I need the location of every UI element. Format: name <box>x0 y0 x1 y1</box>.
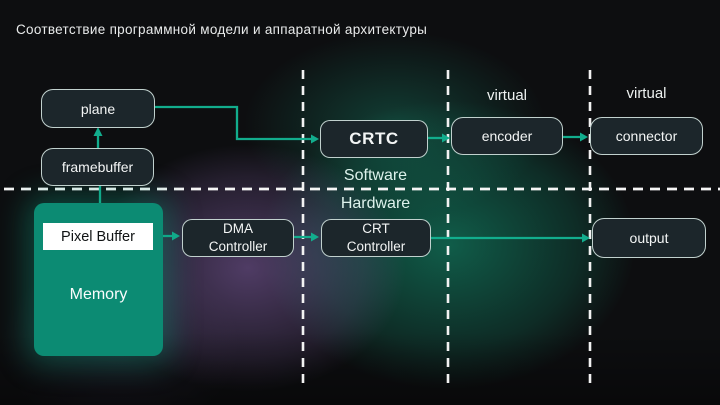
node-crtc-label: CRTC <box>349 129 399 148</box>
node-dma-controller-label: DMA Controller <box>208 221 268 254</box>
software-section-label: Software <box>343 167 408 184</box>
node-plane: plane <box>41 89 155 128</box>
connector-plane-crtc <box>155 105 312 141</box>
node-encoder-label: encoder <box>481 128 533 144</box>
arrowhead-output <box>582 233 590 243</box>
pixel-buffer-block: Pixel Buffer <box>43 223 153 250</box>
node-dma-controller: DMA Controller <box>182 219 294 257</box>
arrowhead-crt <box>311 232 319 242</box>
virtual-label-encoder: virtual <box>486 87 527 104</box>
node-plane-label: plane <box>80 100 116 117</box>
node-crt-controller-label: CRT Controller <box>346 221 406 254</box>
node-crtc: CRTC <box>320 120 428 158</box>
node-crt-controller: CRT Controller <box>321 219 431 257</box>
node-framebuffer-label: framebuffer <box>61 159 134 175</box>
node-encoder: encoder <box>451 117 563 155</box>
arrowhead-dma <box>172 231 180 241</box>
node-connector-label: connector <box>615 128 678 144</box>
node-output-label: output <box>629 230 669 246</box>
memory-label: Memory <box>69 286 128 303</box>
pixel-buffer-label: Pixel Buffer <box>61 228 135 245</box>
arrowhead-crtc <box>311 134 319 144</box>
arrowhead-connector <box>580 132 588 142</box>
slide-title: Соответствие программной модели и аппара… <box>16 22 428 37</box>
node-output: output <box>592 218 706 258</box>
node-framebuffer: framebuffer <box>41 148 154 186</box>
arrowhead-encoder <box>442 133 450 143</box>
hardware-section-label: Hardware <box>340 195 411 212</box>
virtual-label-connector: virtual <box>626 85 667 102</box>
node-connector: connector <box>590 117 703 155</box>
arrowhead-plane <box>93 127 103 136</box>
